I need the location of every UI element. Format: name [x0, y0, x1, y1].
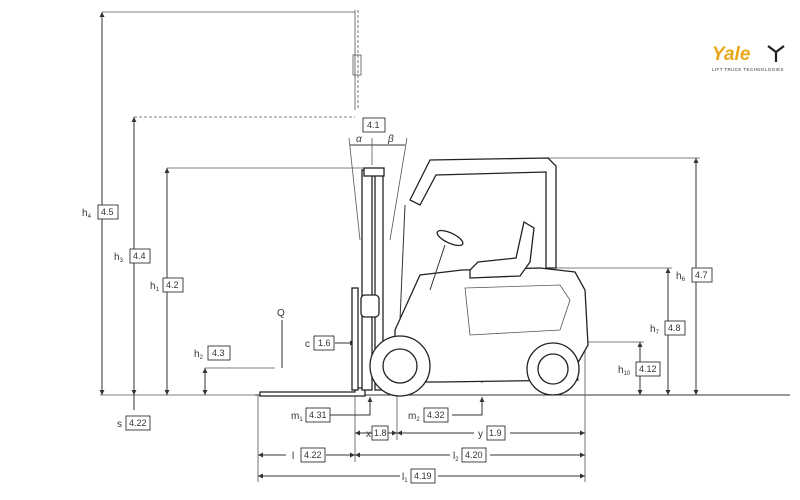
svg-text:l2: l2: [453, 451, 459, 463]
svg-text:4.7: 4.7: [695, 270, 708, 280]
svg-text:m1: m1: [291, 411, 303, 423]
forks: [259, 387, 366, 397]
svg-text:1.8: 1.8: [374, 428, 387, 438]
dim-label-m2: m2 4.32: [408, 407, 449, 423]
steering-wheel: [436, 229, 464, 247]
dim-label-l1: l1 4.19: [400, 468, 438, 484]
svg-text:1.9: 1.9: [489, 428, 502, 438]
svg-text:h6: h6: [676, 271, 686, 283]
svg-text:α: α: [356, 134, 362, 145]
svg-text:l1: l1: [402, 472, 408, 484]
svg-text:h7: h7: [650, 324, 660, 336]
extension-lines: [100, 11, 700, 482]
svg-text:c: c: [305, 339, 310, 350]
dim-label-h7: h7 4.8: [650, 320, 686, 336]
svg-text:1.6: 1.6: [318, 338, 331, 348]
dim-label-c: c 1.6: [305, 335, 335, 351]
svg-text:β: β: [387, 134, 394, 145]
svg-text:s: s: [117, 419, 122, 430]
carriage: [360, 294, 380, 318]
dim-label-tilt: 4.1 α β: [356, 117, 394, 145]
raised-mast: [352, 10, 362, 110]
svg-text:x: x: [366, 429, 371, 440]
svg-text:4.20: 4.20: [465, 450, 483, 460]
svg-text:4.32: 4.32: [427, 410, 445, 420]
svg-text:4.22: 4.22: [129, 418, 147, 428]
dim-label-x: x 1.8: [366, 425, 389, 441]
svg-text:4.31: 4.31: [309, 410, 327, 420]
svg-text:h1: h1: [150, 281, 160, 293]
logo-text: Yale: [712, 44, 751, 65]
dim-label-h6: h6 4.7: [676, 267, 713, 283]
svg-text:h3: h3: [114, 252, 124, 264]
overhead-guard: [409, 157, 557, 269]
forklift-truck: [259, 157, 589, 397]
svg-text:4.2: 4.2: [166, 280, 179, 290]
yale-logo: Yale LIFT TRUCK TECHNOLOGIES: [712, 44, 785, 72]
svg-text:4.3: 4.3: [212, 348, 225, 358]
svg-text:h4: h4: [82, 208, 92, 220]
seat: [469, 220, 535, 279]
dim-label-h4: h4 4.5: [82, 204, 119, 220]
svg-text:m2: m2: [408, 411, 420, 423]
dim-label-m1: m1 4.31: [291, 407, 331, 423]
svg-text:4.8: 4.8: [668, 323, 681, 333]
svg-text:4.4: 4.4: [133, 251, 146, 261]
logo-tagline: LIFT TRUCK TECHNOLOGIES: [712, 67, 784, 72]
svg-text:4.22: 4.22: [304, 450, 322, 460]
svg-text:4.5: 4.5: [101, 207, 114, 217]
dim-label-h1: h1 4.2: [150, 277, 184, 293]
fork-shank: [351, 287, 359, 391]
dim-label-y: y 1.9: [474, 425, 510, 441]
dim-label-l2: l2 4.20: [450, 447, 490, 463]
svg-text:y: y: [478, 429, 483, 440]
yale-arrows-icon: [767, 45, 785, 62]
svg-text:4.19: 4.19: [414, 471, 432, 481]
svg-text:4.12: 4.12: [639, 364, 657, 374]
svg-text:h10: h10: [618, 365, 631, 377]
mast-outer: [361, 169, 373, 391]
svg-text:h2: h2: [194, 349, 204, 361]
dim-label-h10: h10 4.12: [618, 361, 661, 377]
dim-label-h2: h2 4.3: [194, 345, 231, 361]
svg-text:4.1: 4.1: [367, 120, 380, 130]
dim-label-s: s 4.22: [117, 415, 151, 431]
dim-label-h3: h3 4.4: [114, 248, 151, 264]
load-center-label: Q: [277, 308, 285, 319]
dim-label-l: l 4.22: [286, 447, 326, 463]
svg-text:l: l: [292, 451, 294, 462]
